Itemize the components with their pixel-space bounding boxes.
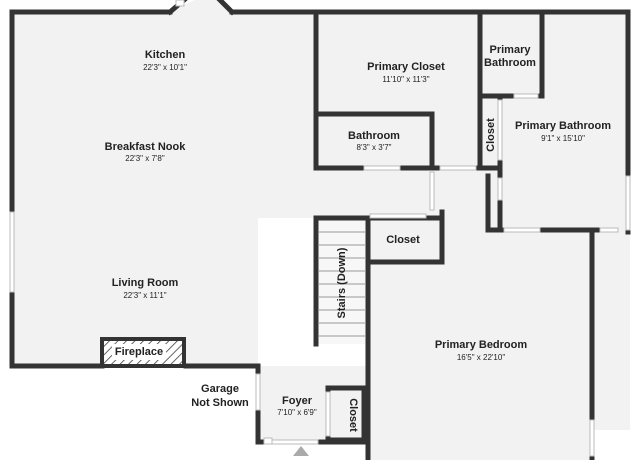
room-name-closet-mid: Closet — [386, 234, 420, 246]
room-name-primary-bathroom-small-line1: Primary — [490, 44, 532, 56]
room-name-foyer: Foyer — [282, 395, 313, 407]
windows — [9, 0, 631, 457]
door-bath-lower — [497, 177, 503, 201]
fireplace-label: Fireplace — [115, 346, 163, 358]
room-name-bathroom: Bathroom — [348, 130, 400, 142]
door-front — [269, 439, 319, 445]
bathroom-box-top — [313, 111, 435, 171]
door-closet-vertical — [497, 99, 503, 161]
window-small-bath — [513, 93, 539, 99]
room-name-primary-closet: Primary Closet — [367, 61, 445, 73]
fireplace-label-bg — [112, 344, 166, 360]
foyer-floor — [258, 366, 368, 442]
room-name-primary-bathroom-small-line2: Bathroom — [484, 57, 536, 69]
door-foyer-closet — [325, 391, 331, 437]
window-bath-small — [599, 227, 619, 233]
room-name-primary-bathroom: Primary Bathroom — [515, 120, 611, 132]
right-wing-floor — [316, 12, 630, 230]
window-north-bay — [175, 0, 185, 7]
fireplace-wall — [183, 363, 261, 445]
garage-note-line1: Garage — [201, 383, 239, 395]
room-labels: Kitchen 22'3" x 10'1" Breakfast Nook 22'… — [105, 44, 612, 432]
window-bathroom — [363, 165, 401, 171]
outer-wall-north-right — [229, 9, 631, 235]
walls — [9, 0, 631, 460]
garage-note-line2: Not Shown — [191, 397, 249, 409]
door-garage — [255, 373, 261, 411]
room-dims-primary-bedroom: 16'5" x 22'10" — [457, 353, 505, 362]
room-dims-kitchen: 22'3" x 10'1" — [143, 63, 187, 72]
room-name-breakfast-nook: Breakfast Nook — [105, 141, 187, 153]
window-bath-east — [625, 175, 631, 231]
main-living-floor — [12, 0, 316, 366]
door-bath-south — [503, 227, 541, 233]
bathroom-box — [313, 109, 367, 171]
room-name-closet-vertical: Closet — [485, 118, 497, 152]
room-dims-living-room: 22'3" x 11'1" — [123, 291, 166, 300]
room-dims-primary-bathroom: 9'1" x 15'10" — [541, 134, 585, 143]
window-west — [9, 211, 15, 293]
room-dims-foyer: 7'10" x 6'9" — [277, 408, 317, 417]
room-name-living-room: Living Room — [112, 277, 179, 289]
window-bedroom-east — [589, 419, 595, 457]
door-stairs-top — [369, 213, 427, 219]
bathroom-extension-floor — [592, 230, 630, 430]
room-dims-bathroom: 8'3" x 3'7" — [357, 143, 392, 152]
door-hall-vertical — [429, 171, 435, 211]
room-name-primary-bedroom: Primary Bedroom — [435, 339, 528, 351]
entry-arrow-icon — [293, 446, 309, 456]
room-name-closet-foyer: Closet — [347, 398, 359, 432]
room-name-kitchen: Kitchen — [145, 49, 186, 61]
bedroom-floor — [368, 230, 592, 460]
window-hall — [439, 165, 477, 171]
room-dims-breakfast-nook: 22'3" x 7'8" — [125, 154, 165, 163]
stairs-label: Stairs (Down) — [336, 247, 348, 318]
stair-treads — [318, 231, 366, 337]
window-front-small — [263, 437, 273, 445]
floor-areas — [12, 0, 630, 460]
room-dims-primary-closet: 11'10" x 11'3" — [382, 75, 429, 84]
